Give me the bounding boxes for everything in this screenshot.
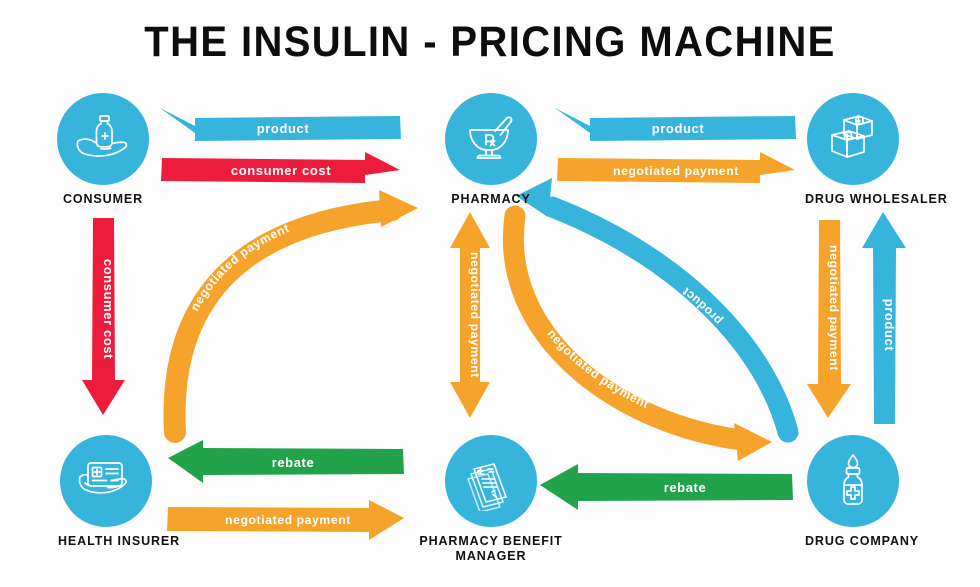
flow-label-payment-wholesaler-to-drugcompany: negotiated payment <box>827 245 841 371</box>
node-drugcompany-bubble <box>807 435 899 527</box>
flow-label-product-wholesaler-to-pharmacy: product <box>652 121 705 136</box>
node-consumer-label: CONSUMER <box>62 192 144 206</box>
node-drugcompany[interactable]: DRUG COMPANY <box>805 435 920 549</box>
medicine-vial-icon <box>843 454 863 505</box>
node-insurer-bubble <box>60 435 152 527</box>
stacked-boxes-icon <box>831 115 873 158</box>
flow-product-drugcompany-to-wholesaler: product <box>862 212 906 424</box>
prescription-documents-icon <box>467 463 507 511</box>
flow-product-drugcompany-to-pharmacy: product <box>516 178 799 443</box>
flow-payment-wholesaler-to-drugcompany: negotiated payment <box>807 220 851 418</box>
flow-payment-insurer-to-pbm: negotiated payment <box>167 500 404 540</box>
hand-holding-pill-bottle-icon <box>76 115 128 157</box>
flow-consumer-cost-consumer-to-pharmacy: consumer cost <box>161 152 400 183</box>
node-wholesaler-label: DRUG WHOLESALER <box>805 192 948 206</box>
flow-label-payment-insurer-to-pharmacy: negotiated payment <box>188 221 292 313</box>
hand-holding-insurance-card-icon <box>78 462 127 494</box>
node-wholesaler[interactable]: DRUG WHOLESALER <box>805 93 948 207</box>
flow-payment-pharmacy-to-drugcompany: negotiated payment <box>502 205 772 461</box>
flow-rebate-drugcompany-to-pbm: rebate <box>540 464 793 510</box>
node-pharmacy[interactable]: PHARMACY <box>443 93 539 207</box>
flow-label-payment-pharmacy-to-wholesaler: negotiated payment <box>613 164 739 178</box>
node-drugcompany-label: DRUG COMPANY <box>805 534 920 548</box>
flow-consumer-cost-consumer-to-insurer: consumer cost <box>82 218 125 415</box>
flow-label-rebate-drugcompany-to-pbm: rebate <box>664 480 707 495</box>
flow-rebate-pbm-to-insurer: rebate <box>168 440 404 483</box>
page-title: THE INSULIN - PRICING MACHINE <box>144 18 836 66</box>
node-pbm-label: PHARMACY BENEFIT MANAGER <box>419 534 563 563</box>
flow-product-pharmacy-to-consumer: product <box>160 108 401 141</box>
node-wholesaler-bubble <box>807 93 899 185</box>
flow-label-product-drugcompany-to-pharmacy: product <box>679 284 725 327</box>
flow-label-rebate-pbm-to-insurer: rebate <box>272 455 315 470</box>
mortar-and-pestle-rx-icon <box>469 116 513 159</box>
flow-label-payment-insurer-to-pbm: negotiated payment <box>225 513 351 527</box>
node-insurer[interactable]: HEALTH INSURER <box>58 435 181 549</box>
flow-product-wholesaler-to-pharmacy: product <box>555 108 796 141</box>
node-pbm-bubble <box>445 435 537 527</box>
flow-label-product-drugcompany-to-wholesaler: product <box>882 299 897 352</box>
flow-payment-pharmacy-to-wholesaler: negotiated payment <box>557 152 795 183</box>
node-pharmacy-label: PHARMACY <box>451 192 531 206</box>
flow-payment-insurer-to-pharmacy: negotiated payment <box>163 190 418 443</box>
node-insurer-label: HEALTH INSURER <box>58 534 181 548</box>
flow-label-payment-pharmacy-to-drugcompany: negotiated payment <box>545 327 652 412</box>
node-pbm[interactable]: PHARMACY BENEFIT MANAGER <box>419 435 562 564</box>
node-pharmacy-bubble <box>445 93 537 185</box>
node-consumer[interactable]: CONSUMER <box>55 93 151 207</box>
node-consumer-bubble <box>57 93 149 185</box>
flow-label-payment-pharmacy-pbm: negotiated payment <box>468 252 482 378</box>
flow-payment-pharmacy-pbm: negotiated payment <box>450 212 490 418</box>
flow-label-product-pharmacy-to-consumer: product <box>257 121 310 136</box>
flow-label-consumer-cost-left: consumer cost <box>101 259 116 359</box>
flow-label-consumer-cost-top: consumer cost <box>231 163 331 178</box>
